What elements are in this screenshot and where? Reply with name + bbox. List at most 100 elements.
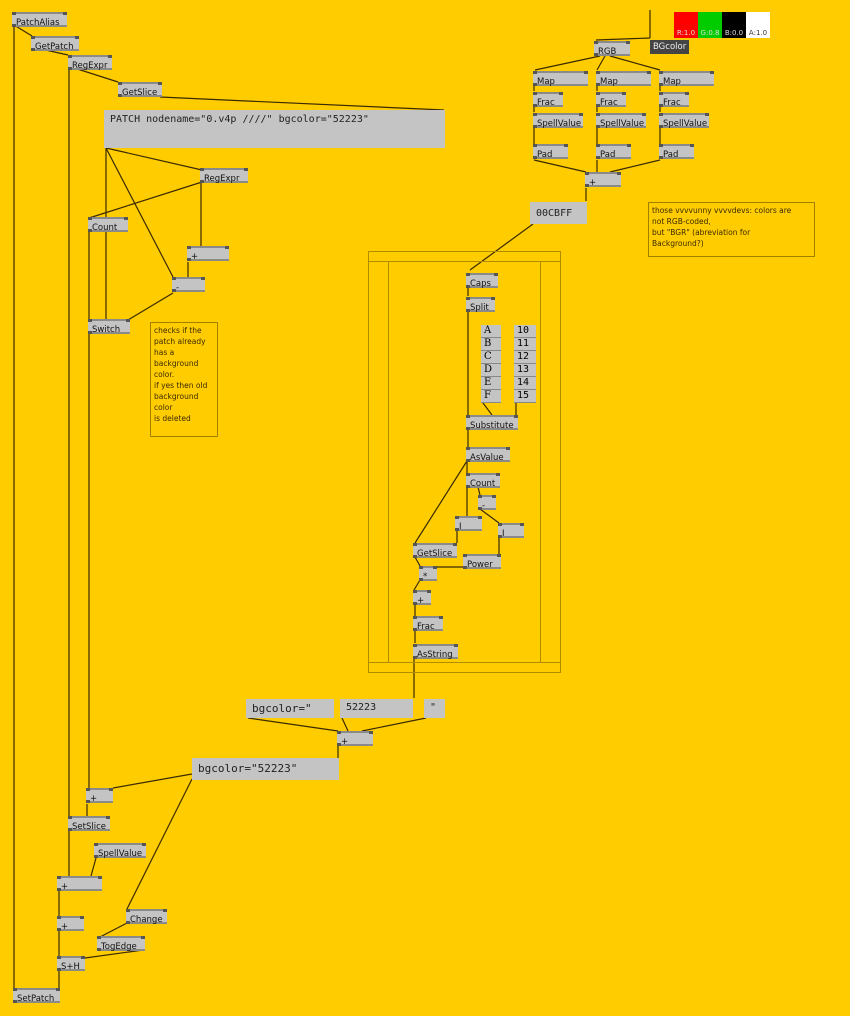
- count-node[interactable]: Count: [88, 217, 128, 232]
- spellvalue-node-2[interactable]: SpellValue: [596, 113, 646, 128]
- multiply-node[interactable]: *: [419, 566, 437, 581]
- letters-spread[interactable]: A B C D E F: [481, 325, 501, 403]
- input-pin[interactable]: [710, 71, 714, 74]
- output-pin[interactable]: [413, 628, 417, 631]
- bgcolor-result-iobox[interactable]: bgcolor="52223": [192, 758, 339, 780]
- input-pin[interactable]: [94, 843, 98, 846]
- input-pin[interactable]: [533, 144, 537, 147]
- caps-node[interactable]: Caps: [466, 273, 498, 288]
- input-pin[interactable]: [454, 644, 458, 647]
- spread-slice[interactable]: 10: [514, 325, 536, 338]
- input-pin[interactable]: [506, 447, 510, 450]
- spread-slice[interactable]: 13: [514, 364, 536, 377]
- bgcolor-pin-label[interactable]: BGcolor: [650, 40, 690, 54]
- spread-slice[interactable]: B: [481, 338, 501, 351]
- input-pin[interactable]: [466, 297, 470, 300]
- output-pin[interactable]: [118, 94, 122, 97]
- output-pin[interactable]: [466, 427, 470, 430]
- output-pin[interactable]: [413, 555, 417, 558]
- output-pin[interactable]: [455, 528, 459, 531]
- getpatch-node[interactable]: GetPatch: [31, 36, 79, 51]
- input-pin[interactable]: [88, 217, 92, 220]
- input-pin[interactable]: [124, 217, 128, 220]
- input-pin[interactable]: [533, 113, 537, 116]
- input-pin[interactable]: [427, 590, 431, 593]
- input-pin[interactable]: [88, 319, 92, 322]
- output-pin[interactable]: [94, 855, 98, 858]
- output-pin[interactable]: [68, 67, 72, 70]
- spread-slice[interactable]: 11: [514, 338, 536, 351]
- input-pin[interactable]: [244, 168, 248, 171]
- spread-slice[interactable]: A: [481, 325, 501, 338]
- bgcolor-value-iobox[interactable]: 52223: [340, 699, 413, 718]
- output-pin[interactable]: [659, 104, 663, 107]
- spread-slice[interactable]: E: [481, 377, 501, 390]
- pad-node-1[interactable]: Pad: [533, 144, 568, 159]
- frac-node-1[interactable]: Frac: [533, 92, 563, 107]
- sh-node[interactable]: S+H: [57, 956, 85, 971]
- input-pin[interactable]: [75, 36, 79, 39]
- asvalue-node[interactable]: AsValue: [466, 447, 510, 462]
- input-pin[interactable]: [685, 92, 689, 95]
- input-pin[interactable]: [559, 92, 563, 95]
- patch-string-iobox[interactable]: PATCH nodename="0.v4p ////" bgcolor="522…: [104, 110, 445, 148]
- input-pin[interactable]: [491, 297, 495, 300]
- output-pin[interactable]: [88, 229, 92, 232]
- input-pin[interactable]: [496, 473, 500, 476]
- input-pin[interactable]: [579, 113, 583, 116]
- input-pin[interactable]: [98, 876, 102, 879]
- split-node[interactable]: Split: [466, 297, 495, 312]
- input-pin[interactable]: [659, 144, 663, 147]
- output-pin[interactable]: [31, 48, 35, 51]
- input-pin[interactable]: [659, 113, 663, 116]
- output-pin[interactable]: [659, 125, 663, 128]
- pad-node-2[interactable]: Pad: [596, 144, 631, 159]
- input-pin[interactable]: [225, 246, 229, 249]
- input-pin[interactable]: [68, 816, 72, 819]
- output-pin[interactable]: [594, 53, 598, 56]
- output-pin[interactable]: [533, 83, 537, 86]
- spellvalue-node-1[interactable]: SpellValue: [533, 113, 583, 128]
- setpatch-node[interactable]: SetPatch: [13, 988, 60, 1003]
- input-pin[interactable]: [12, 12, 16, 15]
- output-pin[interactable]: [413, 602, 417, 605]
- input-pin[interactable]: [109, 788, 113, 791]
- output-pin[interactable]: [337, 743, 341, 746]
- input-pin[interactable]: [533, 71, 537, 74]
- input-pin[interactable]: [617, 172, 621, 175]
- plus-node-6[interactable]: +: [57, 916, 84, 931]
- input-pin[interactable]: [497, 554, 501, 557]
- input-pin[interactable]: [413, 644, 417, 647]
- input-pin[interactable]: [596, 113, 600, 116]
- output-pin[interactable]: [478, 507, 482, 510]
- output-pin[interactable]: [68, 828, 72, 831]
- input-pin[interactable]: [627, 144, 631, 147]
- regexpr-node[interactable]: RegExpr: [68, 55, 112, 70]
- output-pin[interactable]: [466, 485, 470, 488]
- input-pin[interactable]: [86, 788, 90, 791]
- output-pin[interactable]: [187, 258, 191, 261]
- hex-value-iobox[interactable]: 00CBFF: [530, 202, 587, 224]
- input-pin[interactable]: [596, 92, 600, 95]
- output-pin[interactable]: [596, 156, 600, 159]
- spread-slice[interactable]: 14: [514, 377, 536, 390]
- frac-node-2[interactable]: Frac: [596, 92, 626, 107]
- output-pin[interactable]: [419, 578, 423, 581]
- output-pin[interactable]: [88, 331, 92, 334]
- input-pin[interactable]: [413, 616, 417, 619]
- spellvalue-node-4[interactable]: SpellValue: [94, 843, 146, 858]
- input-pin[interactable]: [594, 41, 598, 44]
- frac-node-3[interactable]: Frac: [659, 92, 689, 107]
- output-pin[interactable]: [466, 285, 470, 288]
- plus-node-3[interactable]: +: [337, 731, 373, 746]
- input-pin[interactable]: [596, 144, 600, 147]
- spread-slice[interactable]: D: [481, 364, 501, 377]
- plus-node[interactable]: +: [187, 246, 229, 261]
- input-pin[interactable]: [163, 909, 167, 912]
- output-pin[interactable]: [172, 289, 176, 292]
- output-pin[interactable]: [659, 156, 663, 159]
- input-pin[interactable]: [533, 92, 537, 95]
- output-pin[interactable]: [12, 24, 16, 27]
- input-pin[interactable]: [31, 36, 35, 39]
- output-pin[interactable]: [13, 1000, 17, 1003]
